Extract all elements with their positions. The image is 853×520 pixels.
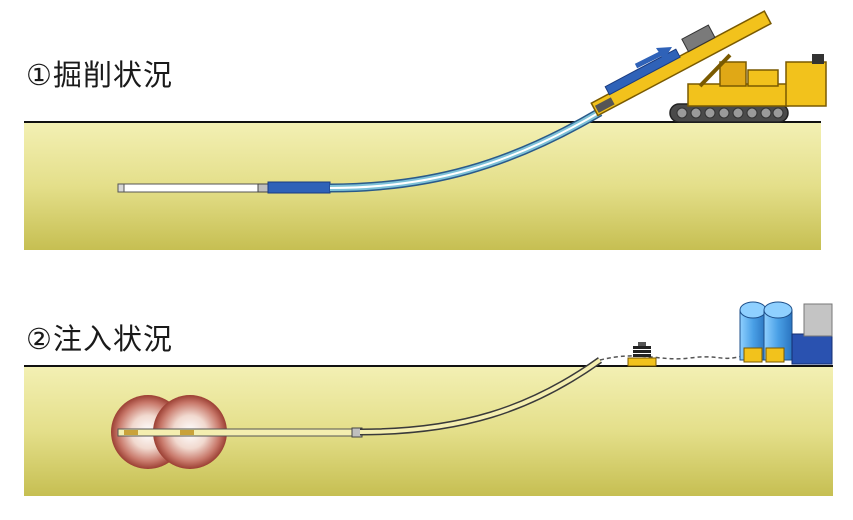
panel-1 [24, 10, 827, 250]
grout-plant [739, 301, 833, 365]
wellhead-device [627, 342, 657, 367]
panel-2 [24, 301, 833, 496]
panel-1-title: ①掘削状況 [26, 58, 173, 92]
drilling-rig [590, 10, 827, 123]
injection-pipe-curve [359, 357, 603, 436]
drilling-direction-arrow [634, 47, 672, 69]
drill-rod-blue-section [267, 181, 331, 194]
drill-rod-curve [329, 108, 603, 193]
drill-rod-straight [117, 183, 269, 193]
panel-2-title: ②注入状況 [26, 322, 173, 356]
injection-hose [599, 355, 743, 361]
injection-pipe-straight [117, 427, 363, 438]
